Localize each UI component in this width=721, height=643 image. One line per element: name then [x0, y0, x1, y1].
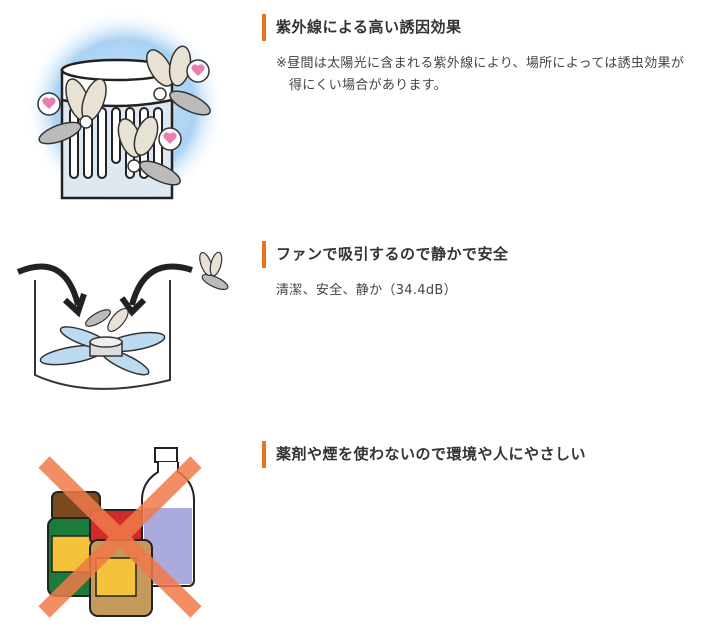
uv-trap-illustration [20, 8, 240, 213]
feature-fan-suction: ファンで吸引するので静かで安全 清潔、安全、静か（34.4dB） [0, 230, 721, 420]
no-chemicals-icon [38, 447, 202, 618]
description-line: 清潔、安全、静か（34.4dB） [276, 283, 457, 298]
feature-uv-attraction: 紫外線による高い誘因効果 ※昼間は太陽光に含まれる紫外線により、場所によっては誘… [0, 0, 721, 220]
fan-suction-icon [16, 251, 229, 390]
prohibited-cross-icon [38, 456, 202, 618]
no-chemicals-illustration [30, 440, 210, 639]
feature-heading: 紫外線による高い誘因効果 [262, 14, 713, 41]
feature-heading: 薬剤や煙を使わないので環境や人にやさしい [262, 441, 713, 468]
feature-heading: ファンで吸引するので静かで安全 [262, 241, 713, 268]
feature-description: 清潔、安全、静か（34.4dB） [262, 280, 713, 302]
fan-suction-illustration [10, 250, 240, 410]
feature-description: ※昼間は太陽光に含まれる紫外線により、場所によっては誘虫効果が 得にくい場合があ… [262, 53, 713, 97]
heart-icon [37, 59, 210, 151]
uv-trap-icon [25, 10, 225, 206]
feature-no-chemicals: 薬剤や煙を使わないので環境や人にやさしい [0, 430, 721, 639]
description-line: 得にくい場合があります。 [289, 78, 448, 93]
description-line: ※昼間は太陽光に含まれる紫外線により、場所によっては誘虫効果が [276, 56, 685, 71]
